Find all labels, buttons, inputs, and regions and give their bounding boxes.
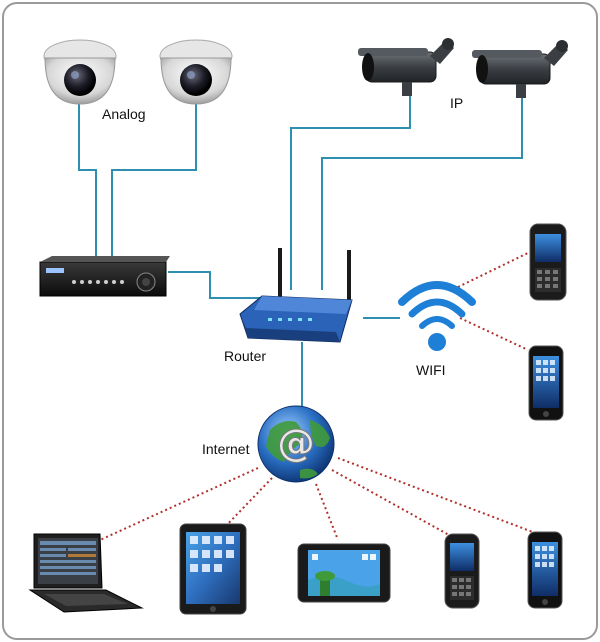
smartphone-icon [444, 533, 480, 609]
smartphone-icon [527, 531, 563, 609]
android-tablet-icon [297, 543, 391, 603]
internet-globe-icon: @ [257, 405, 335, 483]
ip-bullet-camera-icon [358, 38, 454, 96]
wireless-links [99, 251, 539, 541]
wired-links [78, 95, 523, 410]
smartphone-icon [529, 223, 567, 301]
link-dvr-router [168, 271, 260, 299]
link-internet-tablet [221, 477, 273, 531]
link-internet-phone3 [331, 469, 459, 541]
router-icon [239, 248, 353, 343]
link-internet-phone4 [337, 457, 539, 535]
wifi-icon [398, 281, 476, 351]
laptop-icon [28, 533, 144, 613]
internet-label: Internet [202, 441, 250, 457]
link-analog-cam2-dvr [111, 104, 197, 258]
router-label: Router [224, 348, 267, 364]
link-internet-tablet2 [315, 483, 339, 541]
internet-at-symbol: @ [277, 421, 315, 465]
analog-dome-camera-icon [159, 39, 233, 105]
link-ip-cam1-router [290, 95, 411, 290]
link-wifi-phone1 [457, 251, 531, 288]
smartphone-icon [528, 345, 564, 421]
link-ip-cam2-router [321, 98, 523, 290]
analog-dome-camera-icon [43, 39, 117, 105]
link-analog-cam1-dvr [78, 104, 97, 258]
analog-label: Analog [102, 106, 146, 122]
dvr-recorder-icon [39, 256, 170, 297]
link-internet-laptop [99, 467, 259, 541]
wifi-label: WIFI [416, 362, 446, 378]
ip-label: IP [450, 95, 464, 111]
tablet-icon [179, 523, 247, 615]
ip-bullet-camera-icon [472, 40, 568, 98]
